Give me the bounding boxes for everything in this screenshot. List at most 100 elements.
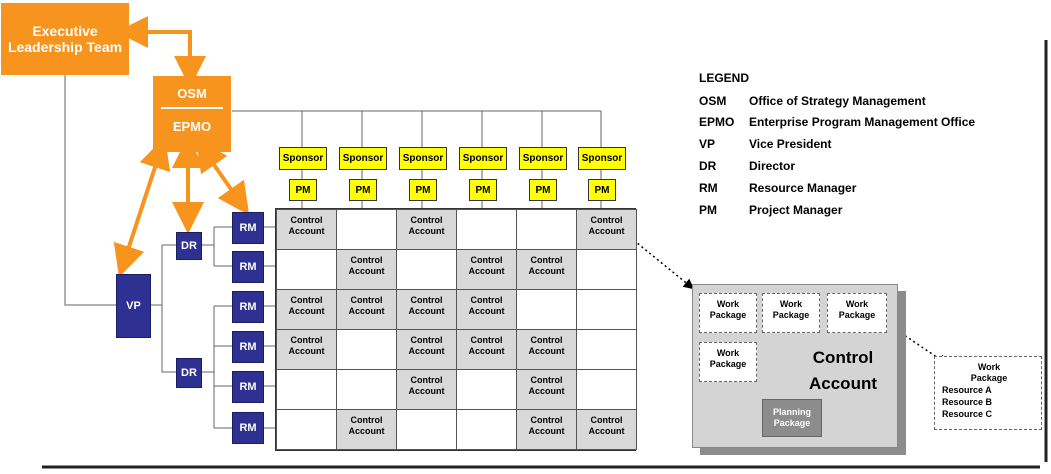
legend-desc: Vice President (749, 137, 832, 151)
resource-item: Resource A (942, 385, 992, 395)
empty-cell (336, 209, 397, 250)
sponsor-box: Sponsor (578, 147, 626, 170)
empty-cell (576, 329, 637, 370)
sponsor-box: Sponsor (459, 147, 507, 170)
control-account-label: Control Account (348, 295, 385, 316)
empty-cell (276, 409, 337, 450)
osm-epmo-divider (161, 107, 223, 109)
sponsor-label: Sponsor (522, 153, 564, 164)
pm-box: PM (588, 179, 616, 201)
rm-box: RM (232, 251, 264, 283)
control-account-cell: Control Account (276, 289, 337, 330)
control-account-label: Control Account (288, 295, 325, 316)
control-account-label: Control Account (468, 335, 505, 356)
control-account-cell: Control Account (516, 409, 577, 450)
empty-cell (276, 369, 337, 410)
control-account-cell: Control Account (276, 209, 337, 250)
rm-label: RM (239, 261, 257, 273)
pm-label: PM (594, 184, 610, 196)
legend-desc: Director (749, 159, 796, 173)
control-account-label: Control Account (408, 295, 445, 316)
rm-box: RM (232, 331, 264, 363)
control-account-cell: Control Account (456, 289, 517, 330)
osm-epmo-box: OSM EPMO (153, 76, 231, 152)
legend-desc: Office of Strategy Management (749, 94, 926, 108)
control-account-label: Control Account (528, 375, 565, 396)
control-account-label: Control Account (408, 375, 445, 396)
control-account-cell: Control Account (456, 329, 517, 370)
work-package-label: Work Package (772, 299, 810, 320)
sponsor-box: Sponsor (399, 147, 447, 170)
control-account-cell: Control Account (456, 249, 517, 290)
pm-box: PM (469, 179, 497, 201)
control-account-label: Control Account (468, 295, 505, 316)
work-package-detail-title: Work Package (970, 362, 1008, 383)
rm-label: RM (239, 381, 257, 393)
rm-box: RM (232, 212, 264, 244)
control-account-label: Control Account (528, 335, 565, 356)
legend-item: VP Vice President (699, 137, 999, 153)
legend-abbr: PM (699, 203, 717, 217)
sponsor-box: Sponsor (519, 147, 567, 170)
control-account-cell: Control Account (516, 329, 577, 370)
work-package-label: Work Package (838, 299, 876, 320)
empty-cell (456, 369, 517, 410)
pm-label: PM (535, 184, 551, 196)
control-account-cell: Control Account (336, 289, 397, 330)
control-account-cell: Control Account (396, 289, 457, 330)
control-account-cell: Control Account (336, 409, 397, 450)
resource-item: Resource B (942, 397, 993, 407)
pm-box: PM (289, 179, 317, 201)
pm-box: PM (409, 179, 437, 201)
osm-label: OSM (177, 86, 207, 101)
control-account-label: Control Account (408, 215, 445, 236)
control-account-cell: Control Account (576, 409, 637, 450)
legend-abbr: DR (699, 159, 717, 173)
work-package-box: Work Package (827, 293, 887, 333)
control-account-label: Control Account (528, 415, 565, 436)
pm-label: PM (295, 184, 311, 196)
legend-abbr: EPMO (699, 115, 735, 129)
pm-box: PM (529, 179, 557, 201)
empty-cell (336, 329, 397, 370)
legend-item: PM Project Manager (699, 203, 999, 219)
rm-label: RM (239, 301, 257, 313)
control-account-title: Control Account (809, 348, 877, 393)
pm-box: PM (349, 179, 377, 201)
rm-box: RM (232, 291, 264, 323)
empty-cell (576, 369, 637, 410)
work-package-label: Work Package (709, 348, 747, 369)
legend-desc: Project Manager (749, 203, 843, 217)
control-account-cell: Control Account (576, 209, 637, 250)
rm-box: RM (232, 412, 264, 444)
legend-abbr: RM (699, 181, 718, 195)
executive-leadership-box: Executive Leadership Team (1, 3, 129, 75)
planning-package-label: Planning Package (773, 407, 811, 428)
sponsor-label: Sponsor (402, 153, 444, 164)
sponsor-label: Sponsor (581, 153, 623, 164)
control-account-label: Control Account (588, 415, 625, 436)
pm-label: PM (355, 184, 371, 196)
empty-cell (576, 249, 637, 290)
rm-box: RM (232, 371, 264, 403)
control-account-label: Control Account (408, 335, 445, 356)
work-package-detail: Work Package Resource A Resource B Resou… (934, 356, 1042, 430)
rm-label: RM (239, 422, 257, 434)
resource-item: Resource C (942, 409, 993, 419)
control-account-cell: Control Account (276, 329, 337, 370)
vp-box: VP (116, 274, 151, 338)
work-package-box: Work Package (699, 293, 757, 333)
control-account-cell: Control Account (516, 369, 577, 410)
empty-cell (396, 409, 457, 450)
dr-box: DR (176, 232, 202, 260)
pm-label: PM (475, 184, 491, 196)
control-account-label: Control Account (288, 335, 325, 356)
dr-label: DR (181, 367, 197, 379)
planning-package-box: Planning Package (762, 399, 822, 437)
legend-desc: Enterprise Program Management Office (749, 115, 976, 129)
legend-item: EPMO Enterprise Program Management Offic… (699, 115, 999, 131)
legend-desc: Resource Manager (749, 181, 857, 195)
work-package-label: Work Package (709, 299, 747, 320)
